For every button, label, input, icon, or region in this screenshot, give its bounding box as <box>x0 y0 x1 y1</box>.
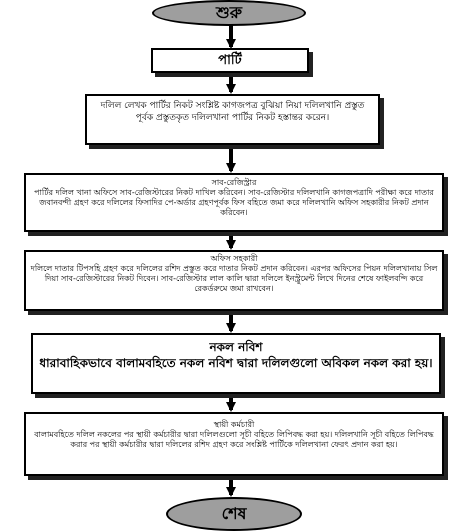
step-permanent-staff: স্থায়ী কর্মচারী বালামবহিতে দলিল নকলের প… <box>24 412 444 476</box>
step-writer: দলিল লেখক পার্টির নিকট সংশ্লিষ্ট কাগজপত্… <box>85 94 380 145</box>
end-terminal: শেষ <box>166 497 302 531</box>
start-terminal: শুরু <box>152 0 306 26</box>
step-sub-registrar-title: সাব-রেজিস্ট্রার <box>211 178 257 187</box>
start-label: শুরু <box>215 2 243 22</box>
step-office-assistant-text: দলিলে দাতার টিপসহি গ্রহণ করে দলিলের রশিদ… <box>30 264 438 293</box>
step-copyist: নকল নবিশ ধারাবাহিকভাবে বালামবহিতে নকল নব… <box>31 333 441 394</box>
step-copyist-text: ধারাবাহিকভাবে বালামবহিতে নকল নবিশ দ্বারা… <box>39 356 433 370</box>
step-permanent-staff-text: বালামবহিতে দলিল নকলের পর স্থায়ী কর্মচার… <box>34 430 434 449</box>
step-writer-text: দলিল লেখক পার্টির নিকট সংশ্লিষ্ট কাগজপত্… <box>100 101 365 123</box>
step-party-label: পার্টি <box>218 52 242 68</box>
step-office-assistant-title: অফিস সহকারী <box>210 254 258 263</box>
step-permanent-staff-title: স্থায়ী কর্মচারী <box>213 420 255 429</box>
step-office-assistant: অফিস সহকারী দলিলে দাতার টিপসহি গ্রহণ করে… <box>24 250 444 311</box>
step-party: পার্টি <box>151 48 309 73</box>
step-sub-registrar: সাব-রেজিস্ট্রার পার্টির দলিল খানা অফিসে … <box>24 173 444 232</box>
end-label: শেষ <box>221 503 247 523</box>
step-copyist-title: নকল নবিশ <box>209 340 263 354</box>
step-sub-registrar-text: পার্টির দলিল খানা অফিসে সাব-রেজিস্টারের … <box>34 188 434 217</box>
